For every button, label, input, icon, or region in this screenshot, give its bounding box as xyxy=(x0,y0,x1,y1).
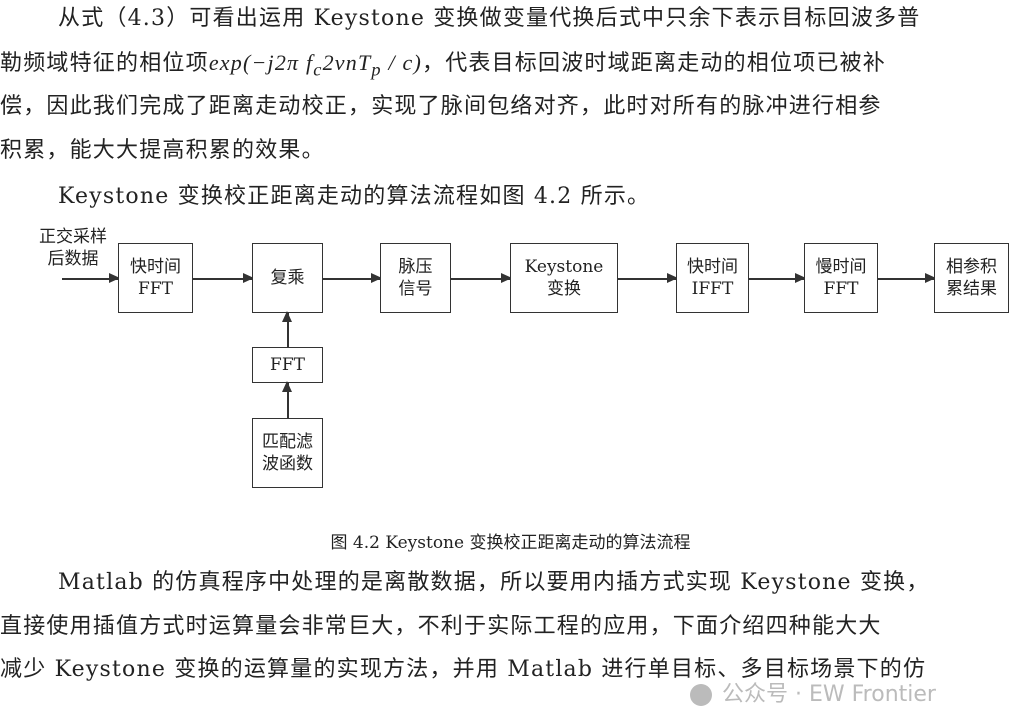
box-coherent-integration: 相参积累结果 xyxy=(934,243,1009,313)
paragraph3-line3: 减少 Keystone 变换的运算量的实现方法，并用 Matlab 进行单目标、… xyxy=(0,657,927,682)
box-label: 脉压 xyxy=(398,257,433,277)
box-label: FFT xyxy=(823,279,859,299)
formula-sub: c xyxy=(313,59,323,80)
box-label: IFFT xyxy=(691,279,734,299)
formula-part: exp(−j2π f xyxy=(208,50,314,75)
input-label: 正交采样后数据 xyxy=(28,226,118,270)
box-pulse-compression: 脉压信号 xyxy=(380,243,451,313)
box-label: 变换 xyxy=(547,279,581,299)
arrow xyxy=(62,274,120,282)
arrow-up xyxy=(283,381,291,418)
box-label: 波函数 xyxy=(262,454,313,474)
formula-sub: p xyxy=(371,59,382,80)
arrow xyxy=(193,274,254,282)
input-label-line: 正交采样 xyxy=(39,227,107,247)
paragraph1-line1: 从式（4.3）可看出运用 Keystone 变换做变量代换后式中只余下表示目标回… xyxy=(58,6,921,31)
text: 勒频域特征的相位项 xyxy=(0,51,209,76)
paragraph1-line4: 积累，能大大提高积累的效果。 xyxy=(0,138,325,163)
box-label: FFT xyxy=(270,355,305,375)
wechat-icon xyxy=(690,684,712,706)
box-label: 快时间 xyxy=(687,257,738,277)
box-matched-filter: 匹配滤波函数 xyxy=(252,418,323,488)
box-label: 复乘 xyxy=(270,268,305,288)
box-complex-multiply: 复乘 xyxy=(252,243,323,313)
input-label-line: 后数据 xyxy=(47,249,99,269)
watermark: 公众号 · EW Frontier xyxy=(690,676,936,708)
box-label: Keystone xyxy=(524,257,604,277)
arrow xyxy=(618,274,678,282)
arrow xyxy=(323,274,382,282)
box-label: 快时间 xyxy=(130,257,181,277)
arrow xyxy=(878,274,936,282)
box-label: 匹配滤 xyxy=(262,432,313,452)
box-label: 相参积 xyxy=(946,257,997,277)
box-label: 累结果 xyxy=(946,279,997,299)
box-fft: FFT xyxy=(252,347,323,383)
formula-part: 2vnT xyxy=(322,50,372,75)
arrow xyxy=(451,274,512,282)
formula-part: / c) xyxy=(381,50,422,75)
paragraph1-line2: 勒频域特征的相位项exp(−j2π fc2vnTp / c)，代表目标回波时域距… xyxy=(0,48,1021,84)
phase-formula: exp(−j2π fc2vnTp / c) xyxy=(208,50,422,79)
watermark-text: 公众号 · EW Frontier xyxy=(722,682,936,707)
box-label: 慢时间 xyxy=(815,257,867,277)
arrow xyxy=(749,274,806,282)
paragraph3-line2: 直接使用插值方式时运算量会非常巨大，不利于实际工程的应用，下面介绍四种能大大 xyxy=(0,614,882,639)
text: ，代表目标回波时域距离走动的相位项已被补 xyxy=(422,51,887,76)
paragraph2: Keystone 变换校正距离走动的算法流程如图 4.2 所示。 xyxy=(58,184,651,209)
box-label: FFT xyxy=(138,279,173,299)
box-label: 信号 xyxy=(398,279,433,299)
paragraph3-line1: Matlab 的仿真程序中处理的是离散数据，所以要用内插方式实现 Keyston… xyxy=(58,570,930,595)
arrow-up xyxy=(283,311,291,347)
paragraph1-line3: 偿，因此我们完成了距离走动校正，实现了脉间包络对齐，此时对所有的脉冲进行相参 xyxy=(0,94,882,119)
figure-caption: 图 4.2 Keystone 变换校正距离走动的算法流程 xyxy=(330,533,691,553)
